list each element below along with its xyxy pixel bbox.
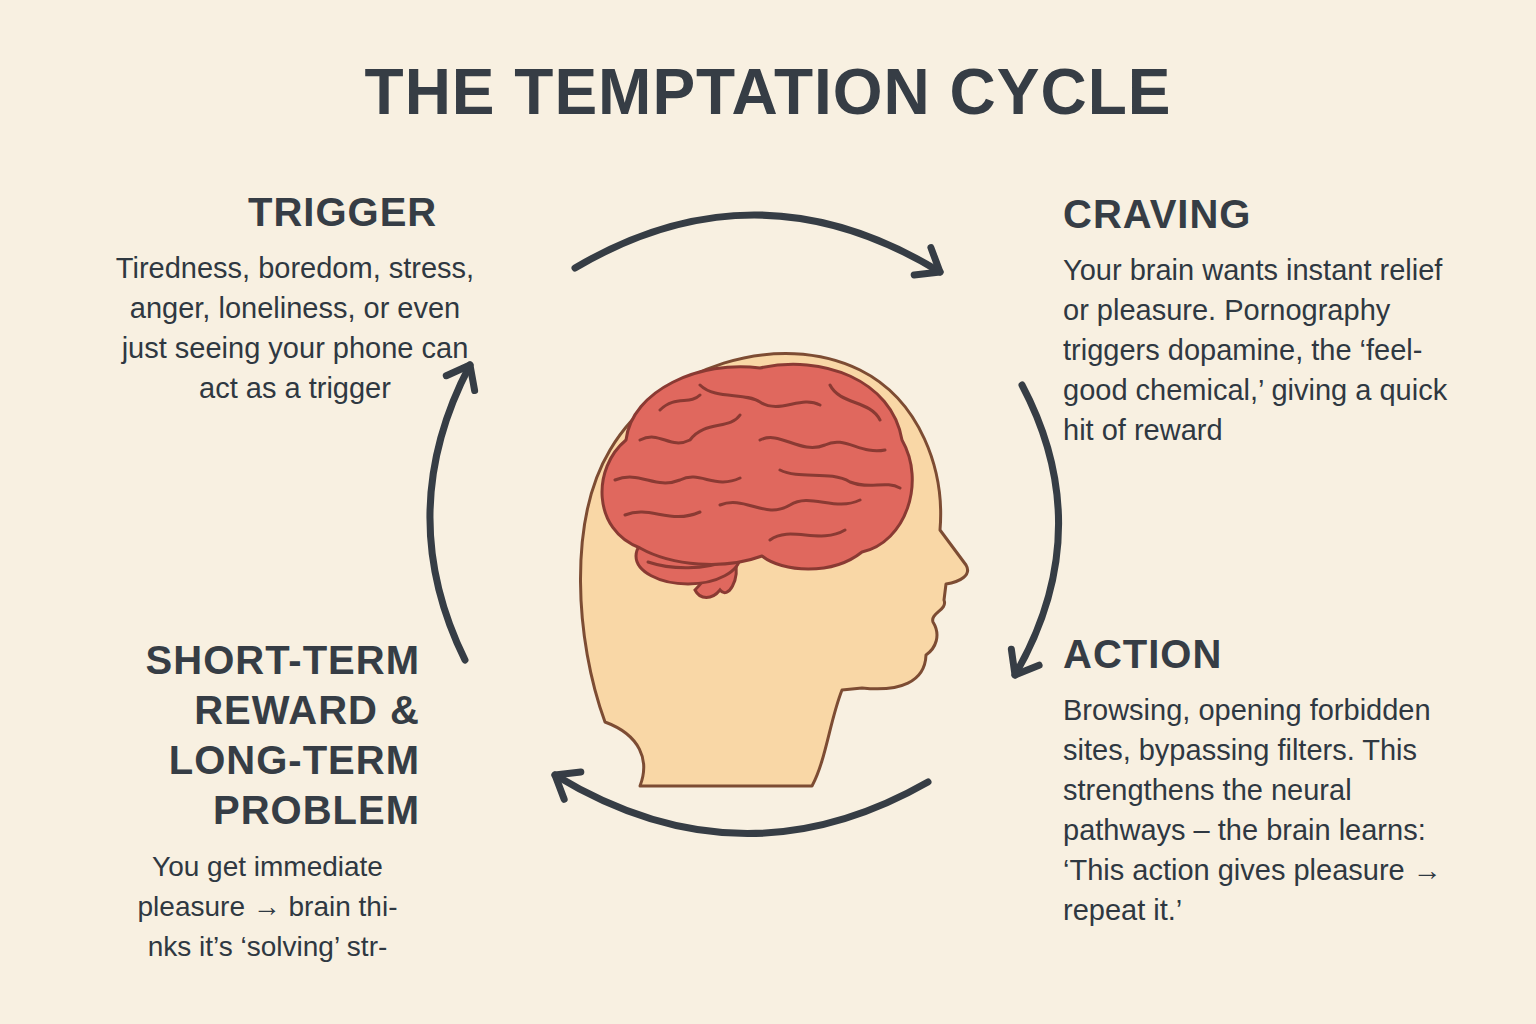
brain (602, 364, 912, 569)
head-silhouette (580, 353, 967, 786)
cycle-arrow-curve (555, 775, 928, 834)
stage-description: You get immediate pleasure → brain thi- … (115, 847, 420, 967)
stage-text-block: CRAVING Your brain wants instant relief o… (1063, 190, 1463, 450)
cycle-arrow (1011, 385, 1058, 675)
diagram-title: THE TEMPTATION CYCLE (0, 55, 1536, 129)
arrowhead (555, 772, 581, 799)
stage-text-block: SHORT-TERM REWARD & LONG-TERM PROBLEMYou… (115, 635, 420, 967)
cycle-arrow-curve (430, 365, 470, 660)
cycle-arrow (555, 772, 928, 834)
arrowhead (914, 248, 940, 275)
stage-heading: ACTION (1063, 630, 1468, 678)
stage-description: Your brain wants instant relief or pleas… (1063, 250, 1463, 450)
brain-folds (615, 385, 900, 540)
stage-heading: CRAVING (1063, 190, 1463, 238)
stage-text-block: TRIGGER Tiredness, boredom, stress, anger… (110, 188, 480, 408)
cycle-arrow (575, 215, 940, 275)
arrowhead (446, 365, 474, 391)
arrowhead (1011, 649, 1039, 675)
cycle-arrow-curve (575, 215, 940, 272)
stage-heading: SHORT-TERM REWARD & LONG-TERM PROBLEM (115, 635, 420, 835)
stage-description: Tiredness, boredom, stress, anger, lonel… (110, 248, 480, 408)
stage-text-block: ACTION Browsing, opening forbidden sites,… (1063, 630, 1468, 930)
cycle-arrow-curve (1015, 385, 1059, 675)
cycle-arrow (430, 365, 475, 660)
stage-heading: TRIGGER (110, 188, 480, 236)
stage-description: Browsing, opening forbidden sites, bypas… (1063, 690, 1468, 930)
